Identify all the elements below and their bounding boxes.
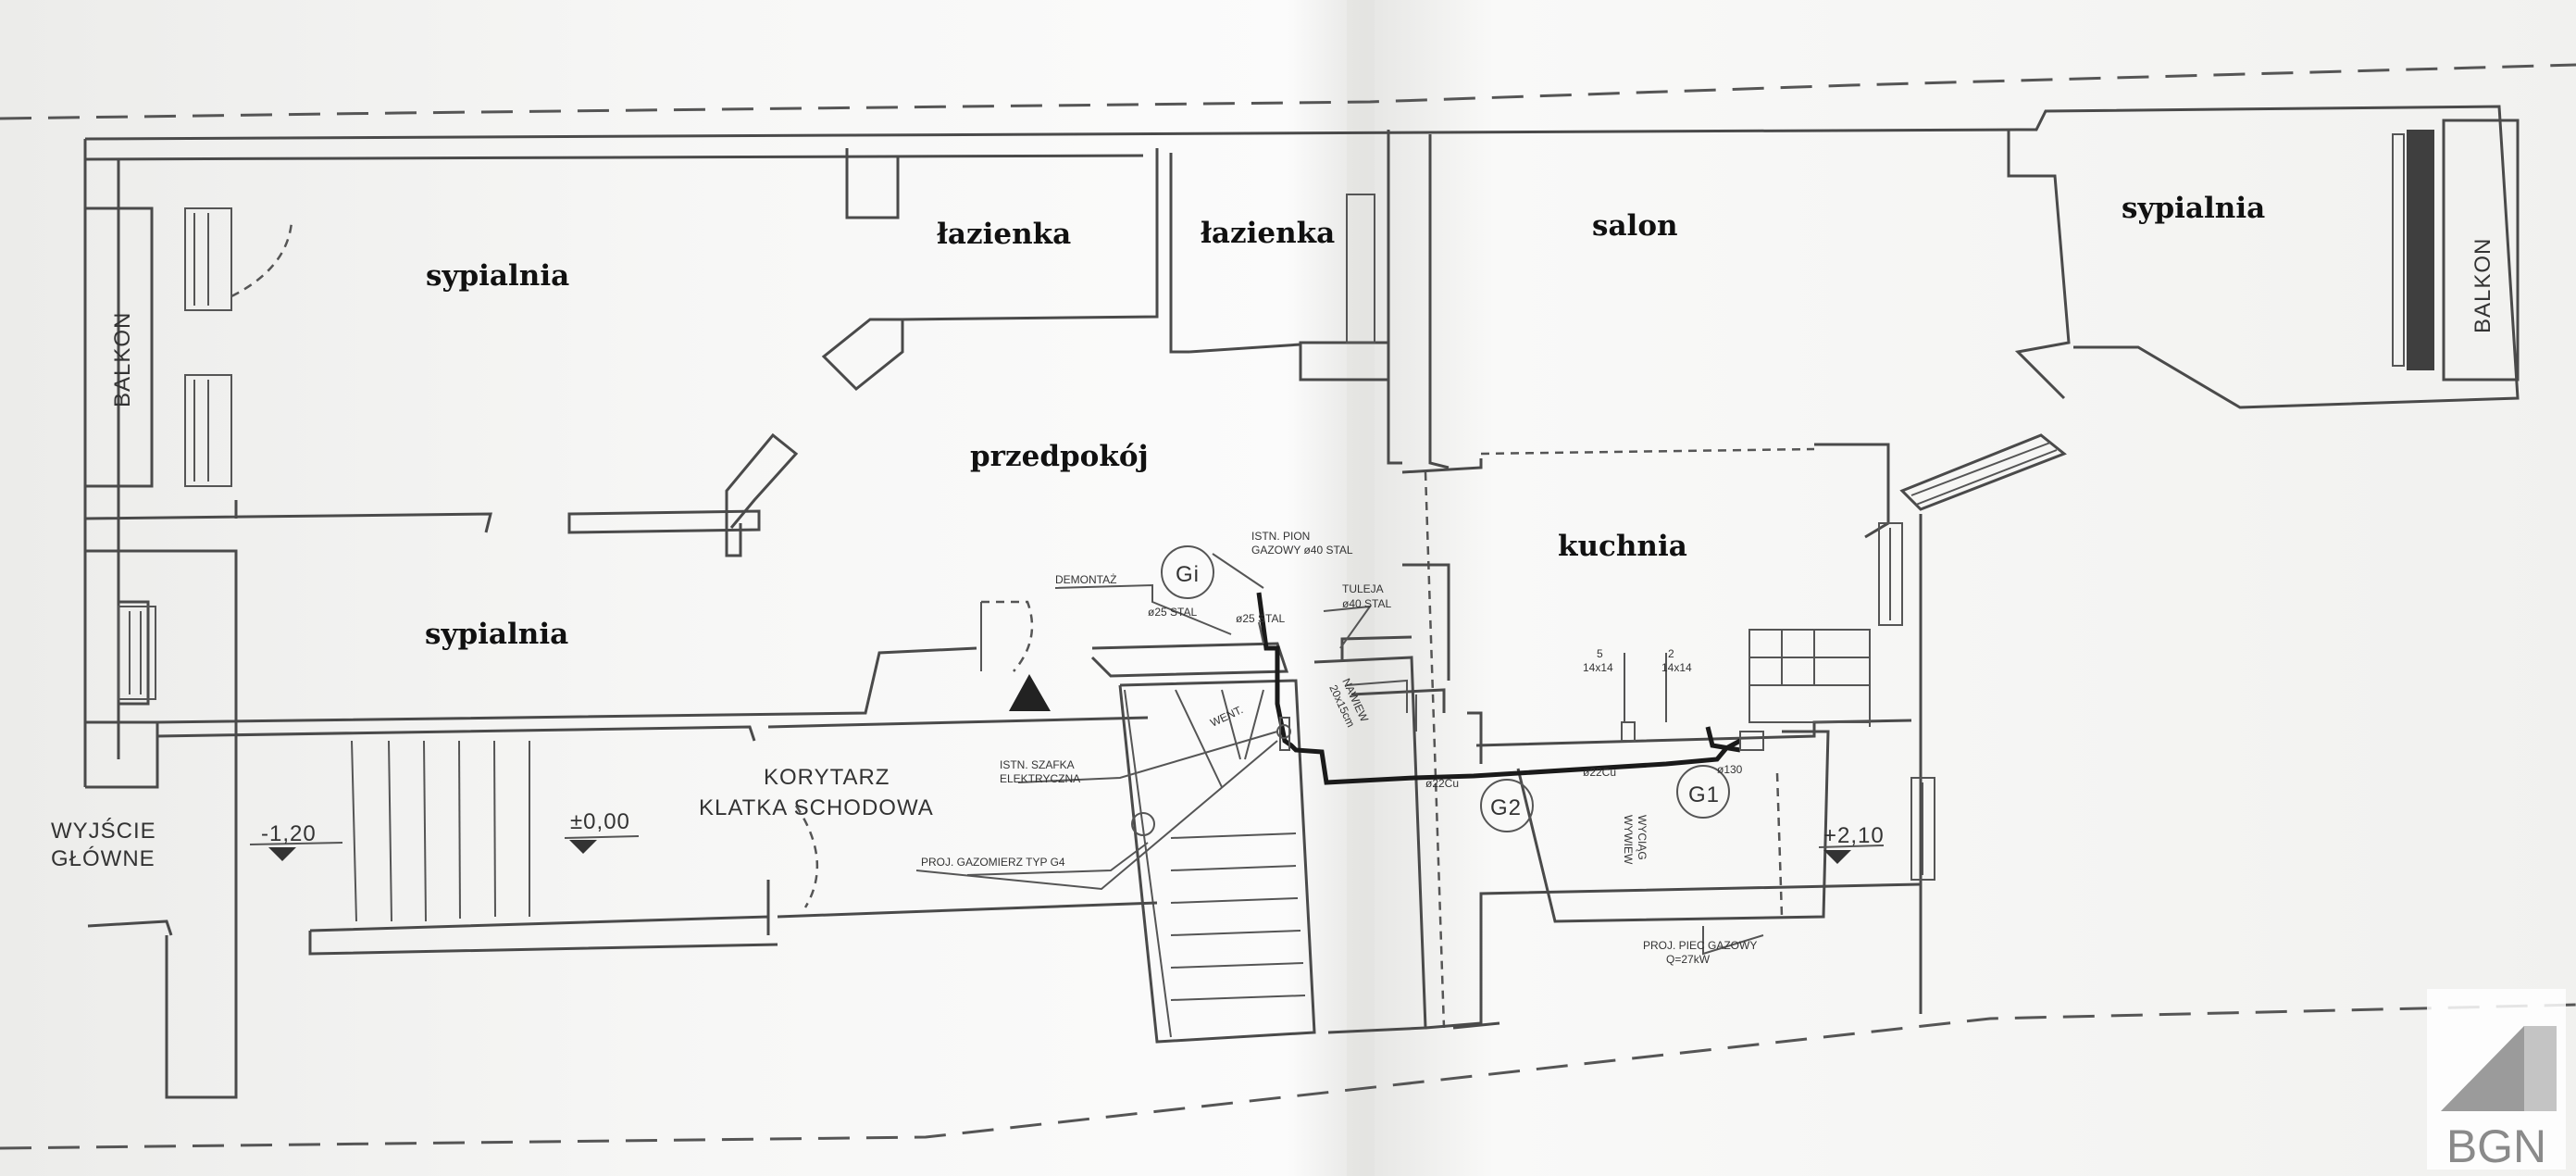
- balcony-right: [2442, 119, 2520, 382]
- gas-installation: [915, 545, 1764, 956]
- room-label-lazienka-2: łazienka: [1201, 217, 1335, 250]
- gas-pion-2: GAZOWY ø40 STAL: [1251, 544, 1353, 557]
- room-label-sypialnia-bottom-left: sypialnia: [425, 618, 568, 651]
- gas-wywiew-1: WYWIEW: [1622, 815, 1635, 865]
- room-label-przedpokoj: przedpokój: [970, 440, 1149, 473]
- gas-kanal-2-dim: 14x14: [1661, 661, 1692, 674]
- gas-piec-1: PROJ. PIEC GAZOWY: [1643, 939, 1757, 952]
- label-klatka-schodowa: KLATKA SCHODOWA: [699, 795, 934, 820]
- gas-wywiew-2: WYCIĄG: [1636, 815, 1649, 860]
- gas-szafka-2: ELEKTRYCZNA: [1000, 772, 1080, 785]
- stairs-kitchen: [1748, 629, 1871, 723]
- level-markers: [249, 674, 1885, 864]
- stairs-main: [351, 740, 530, 922]
- bgn-logo: BGN: [2427, 989, 2566, 1172]
- gas-demontaz: DEMONTAŻ: [1055, 573, 1116, 586]
- gas-point-g1: [1676, 765, 1730, 819]
- room-label-sypialnia-right: sypialnia: [2122, 192, 2265, 225]
- north-arrow-icon: [1009, 674, 1051, 711]
- label-wyjscie: WYJŚCIE: [51, 818, 156, 844]
- gas-tuleja-2: ø40 STAL: [1342, 597, 1391, 610]
- gas-kanal-5-num: 5: [1597, 647, 1603, 660]
- level-zero: ±0,00: [570, 809, 630, 834]
- label-balkon-right: BALKON: [2470, 238, 2495, 333]
- gas-d130: ø130: [1717, 763, 1743, 776]
- gas-pion-1: ISTN. PION: [1251, 530, 1310, 543]
- gas-cu22a: ø22Cu: [1583, 766, 1616, 779]
- gas-tuleja-1: TULEJA: [1342, 582, 1384, 595]
- label-korytarz: KORYTARZ: [764, 765, 890, 790]
- gas-kanal-2-num: 2: [1668, 647, 1674, 660]
- gas-cu22b: ø22Cu: [1425, 777, 1459, 790]
- gas-point-g2: [1480, 779, 1534, 832]
- gas-label-g2: G2: [1490, 795, 1522, 820]
- gas-kanal-5-dim: 14x14: [1583, 661, 1613, 674]
- logo-text: BGN: [2446, 1120, 2546, 1172]
- room-label-kuchnia: kuchnia: [1558, 530, 1687, 563]
- paper-fold-shadow: [1347, 0, 1375, 1176]
- gas-pipe: [1256, 592, 1742, 785]
- balcony-left: [83, 206, 154, 488]
- label-balkon-left: BALKON: [110, 312, 135, 407]
- level-minus: -1,20: [261, 821, 317, 846]
- stairs-spiral: [1124, 689, 1306, 1038]
- level-plus: +2,10: [1823, 823, 1885, 848]
- property-boundary: [0, 63, 2576, 1150]
- gas-label-g1: G1: [1688, 782, 1720, 807]
- room-label-salon: salon: [1592, 209, 1678, 243]
- gas-szafka-1: ISTN. SZAFKA: [1000, 758, 1075, 771]
- gas-label-gi: Gi: [1176, 562, 1200, 587]
- gas-piec-2: Q=27kW: [1666, 953, 1711, 966]
- gas-stal-25b: ø25 STAL: [1236, 612, 1285, 625]
- gas-stal-25a: ø25 STAL: [1148, 606, 1197, 619]
- room-label-lazienka-1: łazienka: [937, 218, 1071, 251]
- doors: [794, 600, 1034, 908]
- gas-point-gi: [1161, 545, 1214, 599]
- gas-gazomierz: PROJ. GAZOMIERZ TYP G4: [921, 856, 1065, 869]
- building-walls: [83, 105, 2520, 1099]
- label-glowne: GŁÓWNE: [51, 846, 156, 871]
- room-label-sypialnia-top-left: sypialnia: [426, 259, 569, 293]
